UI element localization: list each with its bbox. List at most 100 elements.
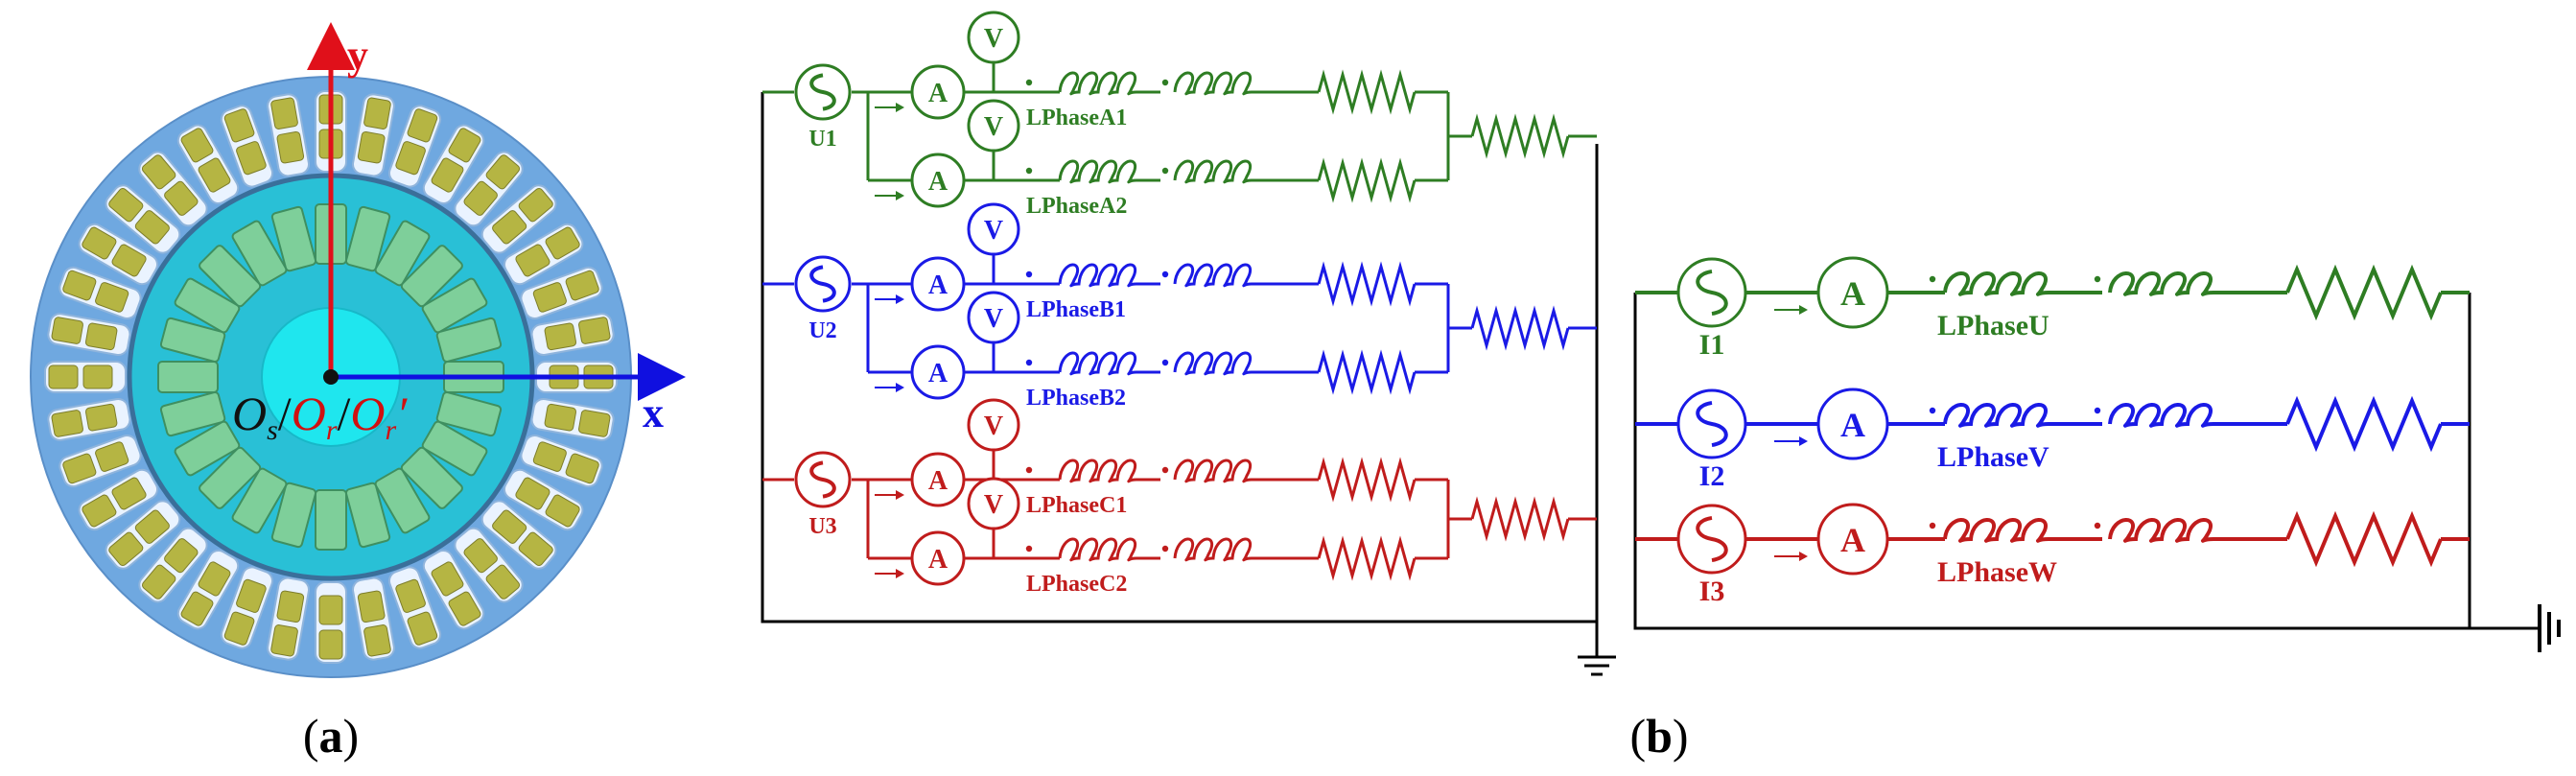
inductor-coil xyxy=(1173,263,1253,288)
stator-slot xyxy=(530,397,615,441)
current-direction-arrow xyxy=(896,103,904,112)
stator-slot xyxy=(503,468,584,531)
ammeter-icon: A xyxy=(910,344,966,400)
y-axis-label: y xyxy=(347,32,368,79)
inductor-coil xyxy=(1058,351,1137,376)
stator-slot xyxy=(315,581,347,664)
voltage-source-icon xyxy=(1676,388,1747,459)
stator-slot xyxy=(267,93,311,177)
stator-slot xyxy=(78,468,159,531)
polarity-dot xyxy=(1161,79,1169,86)
stator-slots xyxy=(44,90,618,664)
branch-label: LPhaseW xyxy=(1937,556,2057,588)
polarity-dot xyxy=(1025,359,1033,366)
resistor xyxy=(1317,157,1417,203)
ammeter-icon: A xyxy=(910,153,966,208)
stator-slot xyxy=(78,223,159,286)
source-label: U1 xyxy=(808,127,836,152)
branch-label: LPhaseA2 xyxy=(1026,194,1127,219)
stator-slot xyxy=(105,184,181,254)
rotor-magnet xyxy=(231,220,288,287)
polarity-dot xyxy=(2094,275,2101,283)
inductor-coil xyxy=(1173,71,1253,96)
inductor-coil xyxy=(2108,518,2214,543)
stator-slot xyxy=(454,151,524,227)
resistor xyxy=(1317,457,1417,503)
rotor-magnet xyxy=(344,205,391,272)
polarity-dot xyxy=(1161,545,1169,553)
stator-slot xyxy=(520,434,603,488)
stator-slot xyxy=(220,105,274,188)
ammeter-icon: A xyxy=(1816,388,1889,460)
stator-slot xyxy=(138,151,208,227)
branch-label: LPhaseB2 xyxy=(1026,386,1126,411)
polarity-dot xyxy=(2094,522,2101,529)
stator-slot xyxy=(44,361,127,393)
svg-text:A: A xyxy=(928,545,948,575)
rotor-magnet xyxy=(270,482,317,549)
rotor-magnet xyxy=(157,361,219,393)
rotor-magnet xyxy=(344,482,391,549)
current-direction-arrow xyxy=(1799,552,1808,561)
resistor xyxy=(1470,113,1570,159)
rotor-magnet xyxy=(374,220,431,287)
polarity-dot xyxy=(1025,167,1033,175)
current-direction-arrow xyxy=(1799,305,1808,315)
inductor-coil xyxy=(1173,459,1253,483)
ammeter-icon: A xyxy=(1816,503,1889,576)
inductor-coil xyxy=(2108,403,2214,428)
inductor-coil xyxy=(1943,271,2049,296)
rotor-magnet xyxy=(159,390,226,437)
polarity-dot xyxy=(1929,522,1936,529)
source-label: U3 xyxy=(808,514,836,539)
voltage-source-icon xyxy=(794,255,852,313)
current-direction-arrow xyxy=(896,383,904,392)
stator-slot xyxy=(47,397,131,441)
polarity-dot xyxy=(1025,466,1033,474)
ammeter-icon: A xyxy=(910,452,966,507)
stator-slot xyxy=(422,124,485,205)
rotor-magnet xyxy=(174,420,241,477)
resistor xyxy=(1317,349,1417,395)
polarity-dot xyxy=(1161,359,1169,366)
branch-label: LPhaseA1 xyxy=(1026,106,1127,130)
stator-slot xyxy=(520,266,603,320)
inductor-coil xyxy=(1058,459,1137,483)
stator-slot xyxy=(387,566,442,649)
stator-slot xyxy=(47,313,131,357)
rotor-magnet xyxy=(435,317,503,364)
polarity-dot xyxy=(1161,466,1169,474)
inductor-coil xyxy=(2108,271,2214,296)
stator-slot xyxy=(176,549,240,630)
source-label: I3 xyxy=(1699,576,1725,607)
rotor-magnet xyxy=(400,245,463,308)
current-direction-arrow xyxy=(896,490,904,500)
stator-slot xyxy=(422,549,485,630)
caption-a: (a) xyxy=(303,709,359,763)
voltmeter-icon: V xyxy=(967,11,1020,64)
resistor xyxy=(1470,496,1570,542)
rotor-magnet xyxy=(421,420,488,477)
current-direction-arrow xyxy=(896,191,904,200)
stator-slot xyxy=(351,576,395,661)
polarity-dot xyxy=(1025,545,1033,553)
svg-text:A: A xyxy=(928,359,948,388)
caption-b: (b) xyxy=(1629,709,1688,763)
stator-slot xyxy=(503,223,584,286)
voltage-source-icon xyxy=(1676,504,1747,575)
branch-label: LPhaseC2 xyxy=(1026,572,1127,597)
rotor-magnet xyxy=(199,245,262,308)
source-label: U2 xyxy=(808,318,836,343)
ammeter-icon: A xyxy=(910,256,966,312)
rotor-magnets xyxy=(157,203,504,551)
stator-slot xyxy=(267,576,311,661)
x-axis-label: x xyxy=(643,389,664,436)
svg-text:V: V xyxy=(984,412,1003,441)
polarity-dot xyxy=(1929,275,1936,283)
voltmeter-icon: V xyxy=(967,202,1020,256)
resistor xyxy=(1317,261,1417,307)
